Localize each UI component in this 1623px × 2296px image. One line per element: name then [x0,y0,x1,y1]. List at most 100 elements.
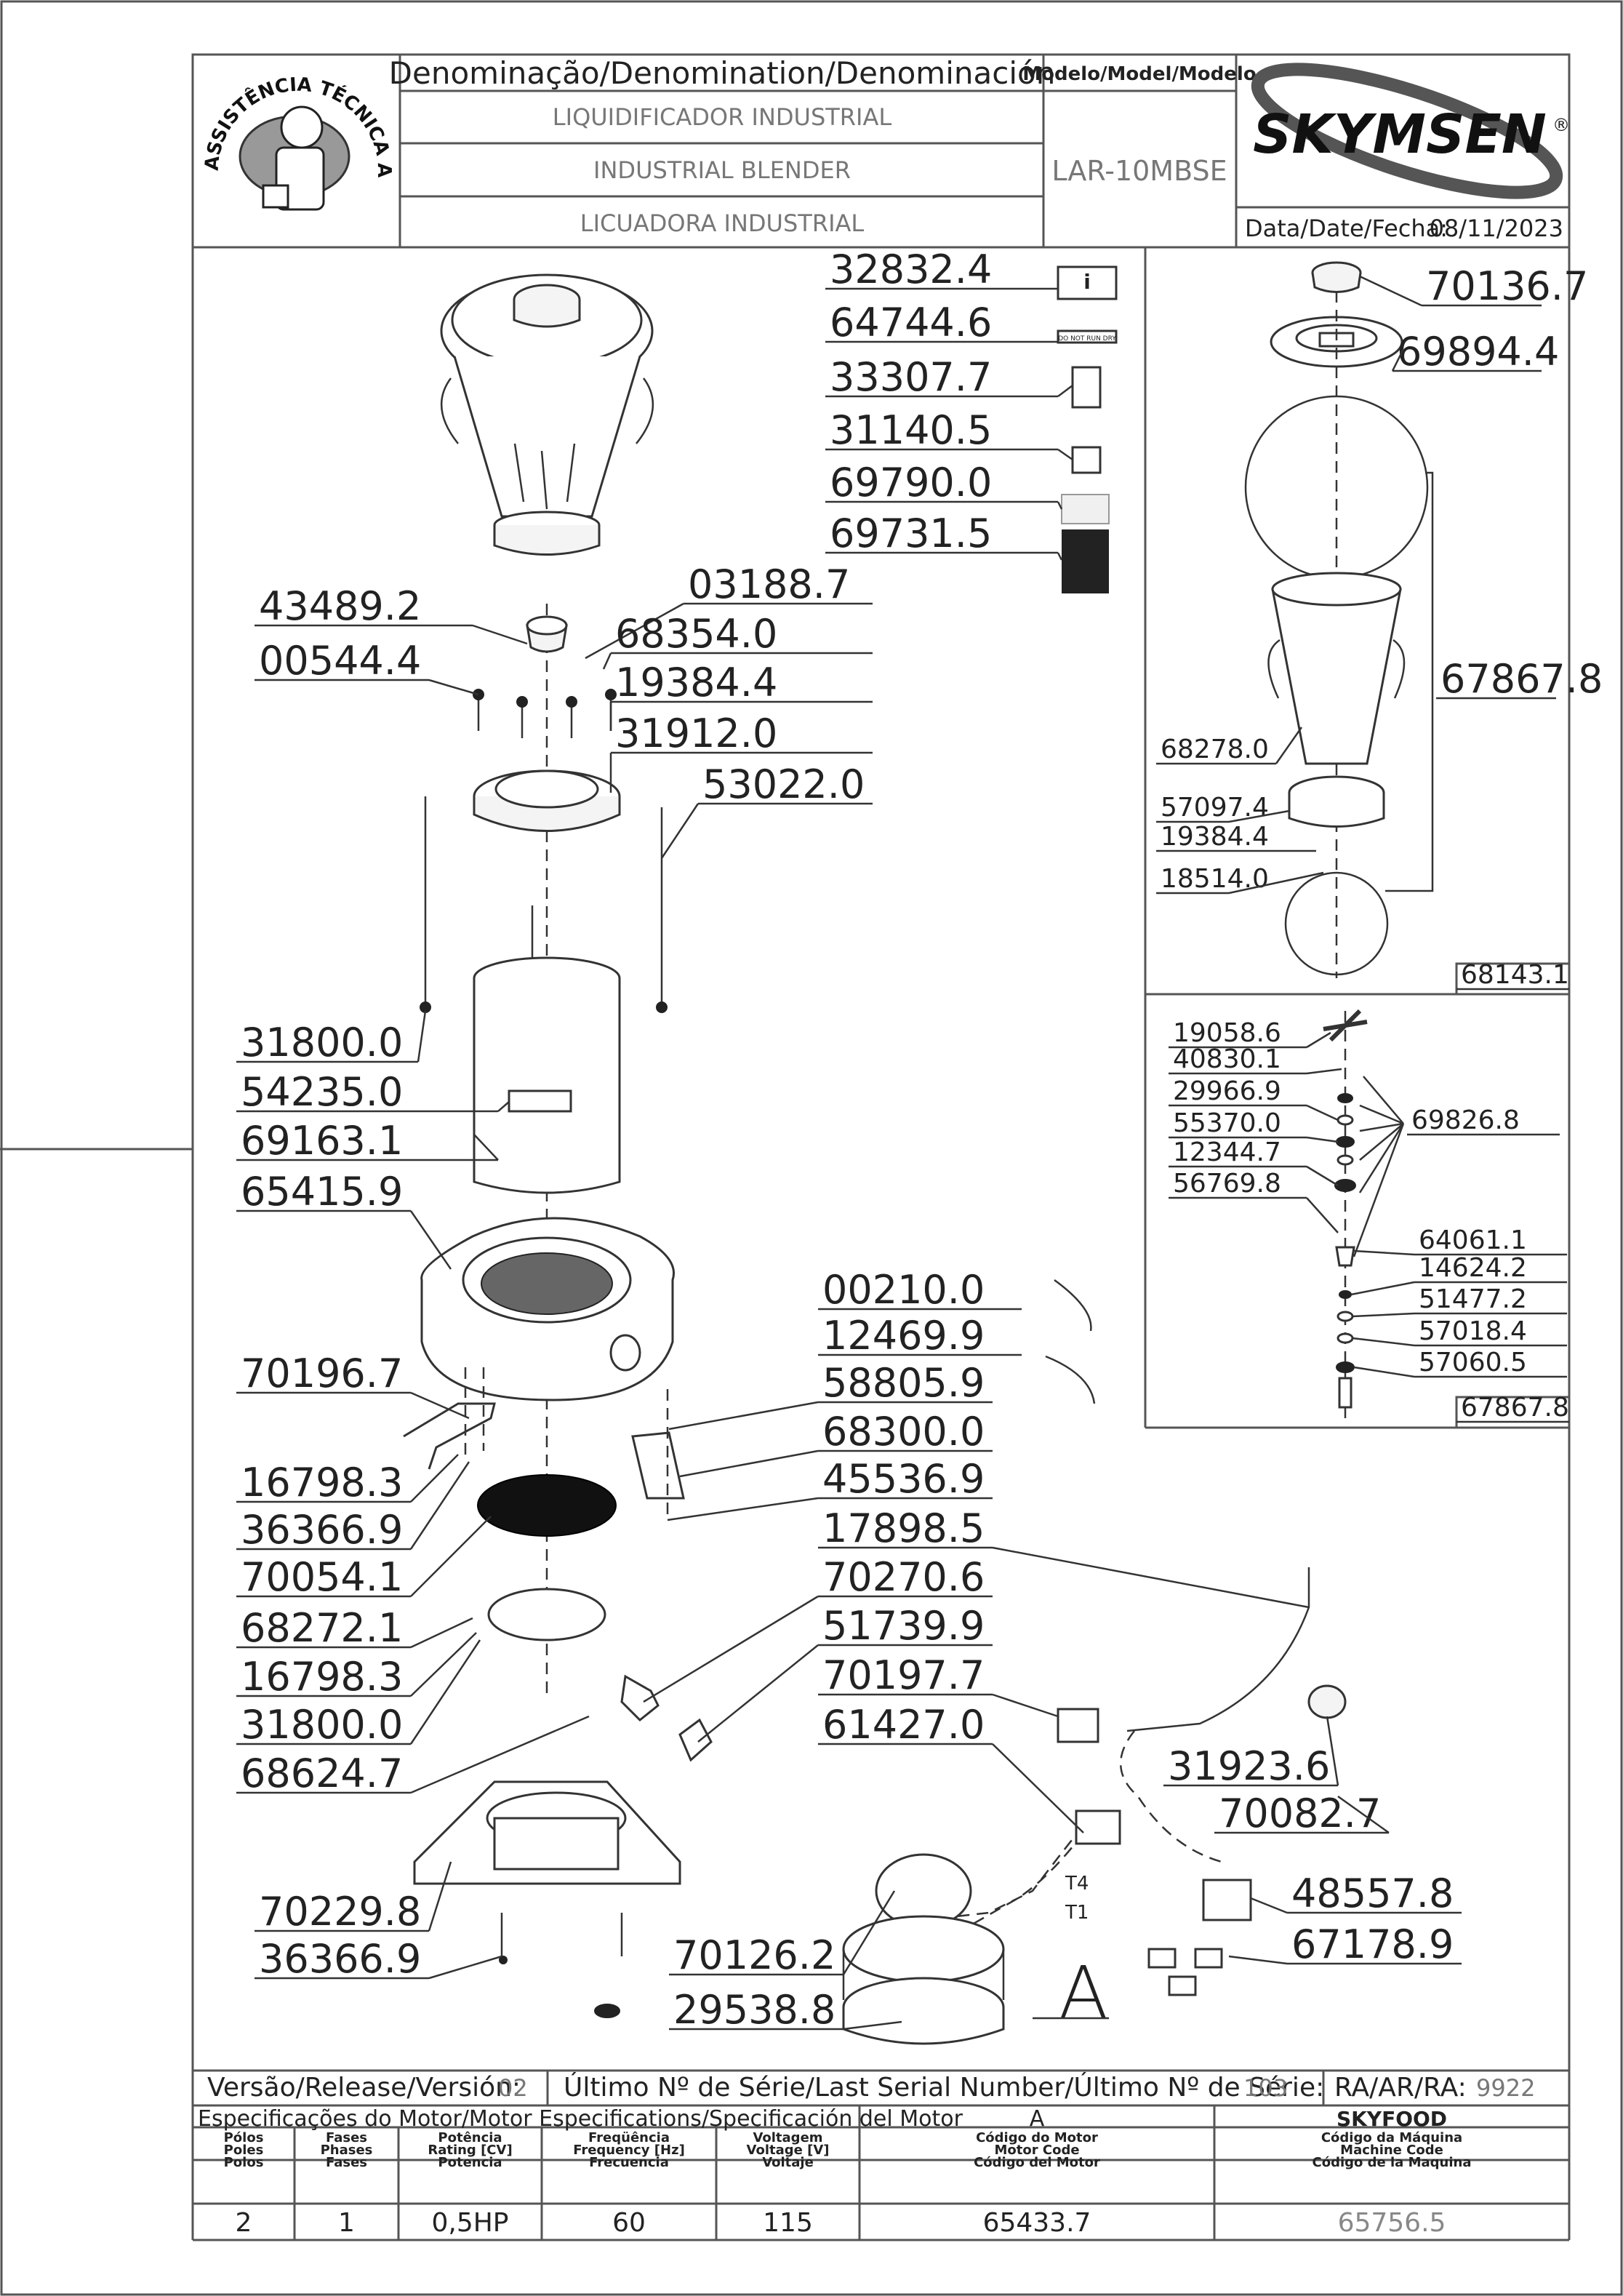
part-number: 55370.0 [1173,1108,1281,1138]
part-callout-cup-7: 68143.1 [1456,960,1569,991]
part-number: 70197.7 [822,1652,985,1698]
part-number: 48557.8 [1291,1871,1454,1916]
part-number: 67867.8 [1440,656,1603,702]
part-callout-left-5: 31912.0 [609,711,873,793]
part-number: 70054.1 [241,1554,403,1600]
part-callout-labels-0: 32832.4 [825,247,1059,292]
part-callout-left-20: 36366.9 [255,1936,502,1982]
part-number: 68300.0 [822,1409,985,1455]
part-number: 12344.7 [1173,1137,1281,1167]
product-name-pt: LIQUIDIFICADOR INDUSTRIAL [553,103,892,131]
main-body [420,1217,675,1401]
part-callout-left-6: 53022.0 [660,761,873,859]
spec-header-pt: Freqüência [588,2130,670,2145]
spec-value: 60 [612,2208,646,2238]
part-callout-cup-0: 70136.7 [1359,263,1588,309]
part-number: 65415.9 [241,1169,403,1215]
wire-t1: T1 [1065,1902,1089,1924]
bracket [403,1402,496,1470]
part-callout-left-10: 65415.9 [236,1169,452,1270]
part-callout-middle-14: 70126.2 [669,1890,896,1978]
part-number: 61427.0 [822,1702,985,1748]
part-number: 70082.7 [1219,1791,1381,1836]
dry-label: DO NOT RUN DRY [1058,335,1116,343]
part-callout-labels-2: 33307.7 [825,354,1073,400]
part-callout-left-0: 43489.2 [255,583,528,645]
part-callout-middle-11: 70082.7 [1214,1791,1390,1836]
part-callout-blade-11: 57060.5 [1353,1348,1567,1378]
part-callout-left-19: 70229.8 [255,1861,452,1935]
spec-value: 115 [763,2208,813,2238]
part-number: 68354.0 [615,611,777,657]
part-callout-middle-3: 68300.0 [679,1409,993,1478]
part-number: 29966.9 [1173,1076,1281,1106]
logo-swoosh-icon [1251,63,1563,199]
spec-header-es: Código del Motor [974,2155,1100,2170]
part-callout-blade-2: 29966.9 [1169,1076,1339,1121]
part-number: 33307.7 [830,354,992,400]
part-number: 36366.9 [259,1936,421,1982]
part-number: 31140.5 [830,407,992,453]
part-number: 57060.5 [1419,1348,1527,1377]
spec-header-es: Potencia [438,2155,502,2170]
part-number: 45536.9 [822,1456,985,1502]
part-callout-middle-2: 58805.9 [668,1360,993,1431]
part-callout-cup-4: 57097.4 [1156,793,1290,823]
part-number: 36366.9 [241,1507,403,1553]
part-callout-labels-5: 69731.5 [825,511,1063,561]
part-callout-left-8: 54235.0 [236,1069,510,1115]
part-callout-left-15: 68272.1 [236,1605,473,1651]
part-callout-cup-3: 68278.0 [1156,727,1303,765]
part-callout-blade-1: 40830.1 [1169,1044,1342,1075]
part-callout-left-9: 69163.1 [236,1118,499,1164]
part-number: 51739.9 [822,1603,985,1649]
part-number: 19058.6 [1173,1018,1281,1048]
spec-header-es: Frecuencia [589,2155,669,2170]
part-callout-left-12: 16798.3 [236,1454,459,1505]
part-number: 56769.8 [1173,1169,1281,1199]
part-callout-cup-2: 67867.8 [1436,656,1603,702]
part-number: 31800.0 [241,1020,403,1065]
part-number: 64744.6 [830,300,992,345]
motor-spec-label: Especificações do Motor/Motor Especifica… [198,2106,963,2132]
part-number: 17898.5 [822,1505,985,1551]
part-number: 00210.0 [822,1267,985,1313]
ra-value: 9922 [1476,2074,1535,2102]
bottom-base [413,1780,681,2018]
spec-header-en: Machine Code [1340,2143,1443,2158]
part-callout-left-17: 31800.0 [236,1639,481,1748]
part-number: 19384.4 [1161,822,1269,852]
part-number: 14624.2 [1419,1253,1527,1283]
date-value: 08/11/2023 [1430,215,1563,242]
part-callout-middle-6: 70270.6 [643,1554,993,1703]
spec-header-en: Voltage [V] [747,2143,830,2158]
footer-table: PólosPolesPolos2FasesPhasesFases1Potênci… [191,2069,1571,2241]
spec-header-pt: Voltagem [753,2130,822,2145]
part-callout-middle-9: 61427.0 [818,1702,1084,1833]
part-number: 68278.0 [1161,735,1269,764]
part-callout-cup-5: 19384.4 [1156,822,1316,852]
part-number: 70270.6 [822,1554,985,1600]
denomination-label: Denominação/Denomination/Denominación [389,55,1056,91]
part-callout-blade-12: 67867.8 [1456,1393,1569,1423]
part-callout-left-13: 36366.9 [236,1461,470,1553]
part-callout-middle-12: 48557.8 [1250,1871,1462,1916]
spec-header-pt: Potência [438,2130,502,2145]
spec-value: 65756.5 [1338,2208,1446,2238]
part-number: 57018.4 [1419,1316,1527,1346]
spec-header-pt: Pólos [224,2130,264,2145]
motor-callout: A [1059,1951,1108,2036]
part-callout-blade-3: 55370.0 [1169,1108,1339,1143]
part-callout-left-16: 16798.3 [236,1632,477,1700]
part-callout-middle-4: 45536.9 [667,1456,993,1521]
part-callout-left-3: 68354.0 [602,611,873,670]
spec-header-pt: Código da Máquina [1321,2130,1462,2145]
spec-value: 0,5HP [431,2208,508,2238]
part-number: 16798.3 [241,1654,403,1700]
